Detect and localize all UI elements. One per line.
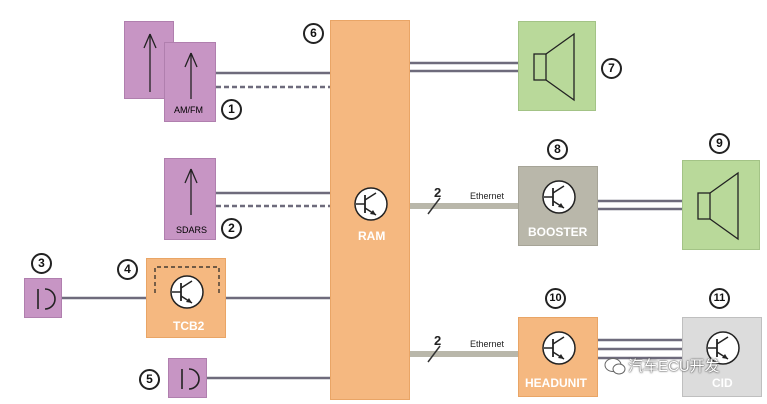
speaker-icon xyxy=(697,171,739,241)
speaker-box-7 xyxy=(518,21,596,111)
callout-4: 4 xyxy=(117,259,138,280)
callout-9: 9 xyxy=(709,133,730,154)
bus-count-top: 2 xyxy=(434,185,442,200)
bus-count-bottom: 2 xyxy=(434,333,442,348)
chat-bubble-icon xyxy=(604,358,626,375)
sdars-label: SDARS xyxy=(176,225,208,235)
callout-10: 10 xyxy=(545,288,566,309)
callout-7: 7 xyxy=(601,58,622,79)
tcb2-dashed-frame xyxy=(154,266,220,309)
headunit-label: HEADUNIT xyxy=(525,376,587,390)
ethernet-label-top: Ethernet xyxy=(470,191,505,201)
transistor-icon xyxy=(542,331,576,365)
callout-2: 2 xyxy=(221,218,242,239)
ethernet-label-bottom: Ethernet xyxy=(470,339,505,349)
ram-label: RAM xyxy=(358,229,386,243)
headunit-box: HEADUNIT xyxy=(518,317,598,397)
sdars-antenna-box: SDARS xyxy=(164,158,216,240)
bus-slash-bottom xyxy=(427,345,441,363)
cid-label: CID xyxy=(712,376,733,390)
booster-label: BOOSTER xyxy=(528,225,588,239)
watermark-text: 汽车ECU开发 xyxy=(628,358,720,375)
microphone-box-3 xyxy=(24,278,62,318)
transistor-icon xyxy=(542,180,576,214)
callout-5: 5 xyxy=(139,369,160,390)
amfm-antenna-box: AM/FM xyxy=(164,42,216,122)
speaker-icon xyxy=(533,32,575,102)
microphone-icon xyxy=(37,288,56,310)
speaker-box-9 xyxy=(682,160,760,250)
antenna-icon xyxy=(184,168,198,215)
ram-box: RAM xyxy=(330,20,410,400)
antenna-icon xyxy=(184,52,198,99)
callout-6: 6 xyxy=(303,23,324,44)
tcb2-label: TCB2 xyxy=(173,319,205,333)
transistor-icon xyxy=(354,187,388,221)
cid-box: CID xyxy=(682,317,762,397)
callout-8: 8 xyxy=(547,139,568,160)
transistor-icon xyxy=(706,331,740,365)
amfm-label: AM/FM xyxy=(174,105,203,115)
transistor-icon xyxy=(170,275,204,309)
microphone-icon xyxy=(181,368,200,390)
tcb2-box: TCB2 xyxy=(146,258,226,338)
callout-1: 1 xyxy=(221,99,242,120)
antenna-icon xyxy=(143,33,157,92)
bus-slash-top xyxy=(427,197,441,215)
callout-3: 3 xyxy=(31,253,52,274)
microphone-box-5 xyxy=(168,358,207,398)
callout-11: 11 xyxy=(709,288,730,309)
booster-box: BOOSTER xyxy=(518,166,598,246)
